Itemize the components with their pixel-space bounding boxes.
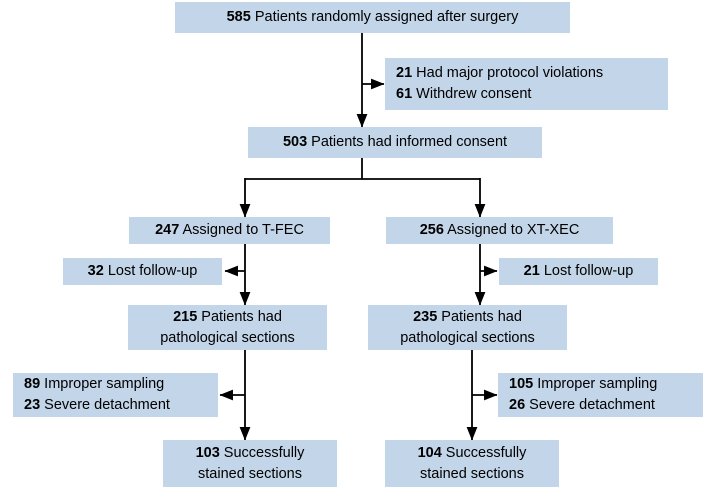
node-randomized-line1: 585 Patients randomly assigned after sur… [227, 7, 519, 28]
node-exclusions-top-line1: 21 Had major protocol violations [396, 63, 603, 84]
node-lost-right-line1: 21 Lost follow-up [524, 261, 634, 282]
node-randomized-label: Patients randomly assigned after surgery [250, 9, 519, 25]
node-exclusions-top-line2: 61 Withdrew consent [396, 84, 531, 105]
node-excluded-left-label1: Improper sampling [40, 376, 165, 392]
node-stained-right: 104 Successfully stained sections [385, 440, 559, 487]
node-excluded-right-label1: Improper sampling [533, 376, 658, 392]
node-excluded-left: 89 Improper sampling 23 Severe detachmen… [13, 373, 218, 417]
node-randomized-count: 585 [226, 9, 251, 25]
node-pathological-left-label: Patients had [197, 308, 282, 325]
node-excluded-left-label2: Severe detachment [40, 397, 170, 413]
node-stained-right-count: 104 [417, 444, 442, 461]
node-excluded-left-count2: 23 [24, 397, 41, 413]
node-pathological-left: 215 Patients had pathological sections [128, 305, 327, 350]
node-stained-right-label: Successfully [441, 444, 527, 461]
node-lost-left-label: Lost follow-up [103, 263, 198, 279]
node-exclusions-top-count1: 21 [396, 65, 413, 81]
node-exclusions-top: 21 Had major protocol violations 61 With… [385, 58, 668, 110]
node-pathological-right-line1: 235 Patients had [413, 307, 522, 328]
node-excluded-left-count1: 89 [24, 376, 41, 392]
node-excluded-right-label2: Severe detachment [525, 397, 655, 413]
node-pathological-right: 235 Patients had pathological sections [368, 305, 567, 350]
node-pathological-left-line2: pathological sections [160, 329, 295, 346]
node-stained-right-line2: stained sections [420, 465, 524, 482]
node-arm-right: 256 Assigned to XT-XEC [386, 217, 613, 244]
node-stained-left-label: Successfully [219, 444, 305, 461]
node-stained-left: 103 Successfully stained sections [163, 440, 337, 487]
node-arm-right-count: 256 [419, 222, 444, 238]
node-informed-consent-count: 503 [282, 134, 308, 150]
node-exclusions-top-label1: Had major protocol violations [412, 65, 604, 81]
node-pathological-right-label: Patients had [437, 308, 522, 325]
node-pathological-left-line1: 215 Patients had [173, 307, 282, 328]
node-excluded-right-count1: 105 [509, 376, 534, 392]
node-arm-left: 247 Assigned to T-FEC [129, 217, 330, 244]
node-arm-left-line1: 247 Assigned to T-FEC [155, 220, 304, 241]
node-arm-left-label: Assigned to T-FEC [179, 222, 304, 238]
node-informed-consent-line1: 503 Patients had informed consent [283, 132, 507, 153]
node-lost-left-count: 32 [87, 263, 104, 279]
node-excluded-right-line1: 105 Improper sampling [509, 374, 657, 395]
node-pathological-left-count: 215 [173, 308, 198, 325]
node-pathological-right-count: 235 [413, 308, 438, 325]
node-arm-left-count: 247 [155, 222, 180, 238]
node-excluded-right: 105 Improper sampling 26 Severe detachme… [498, 373, 703, 417]
node-randomized: 585 Patients randomly assigned after sur… [175, 2, 570, 33]
node-lost-right-count: 21 [523, 263, 540, 279]
node-excluded-left-line2: 23 Severe detachment [24, 395, 170, 416]
node-excluded-right-count2: 26 [509, 397, 526, 413]
node-stained-right-line1: 104 Successfully [418, 443, 527, 464]
node-excluded-left-line1: 89 Improper sampling [24, 374, 164, 395]
node-exclusions-top-count2: 61 [396, 86, 413, 102]
node-informed-consent: 503 Patients had informed consent [248, 127, 542, 158]
node-arm-right-line1: 256 Assigned to XT-XEC [420, 220, 580, 241]
node-lost-left: 32 Lost follow-up [63, 258, 222, 285]
node-lost-left-line1: 32 Lost follow-up [88, 261, 198, 282]
node-stained-left-line1: 103 Successfully [196, 443, 305, 464]
node-stained-left-line2: stained sections [198, 465, 302, 482]
node-exclusions-top-label2: Withdrew consent [412, 86, 532, 102]
node-lost-right: 21 Lost follow-up [499, 258, 658, 285]
node-arm-right-label: Assigned to XT-XEC [443, 222, 580, 238]
node-pathological-right-line2: pathological sections [400, 329, 535, 346]
node-stained-left-count: 103 [195, 444, 220, 461]
node-lost-right-label: Lost follow-up [539, 263, 634, 279]
node-informed-consent-label: Patients had informed consent [307, 134, 508, 150]
node-excluded-right-line2: 26 Severe detachment [509, 395, 655, 416]
